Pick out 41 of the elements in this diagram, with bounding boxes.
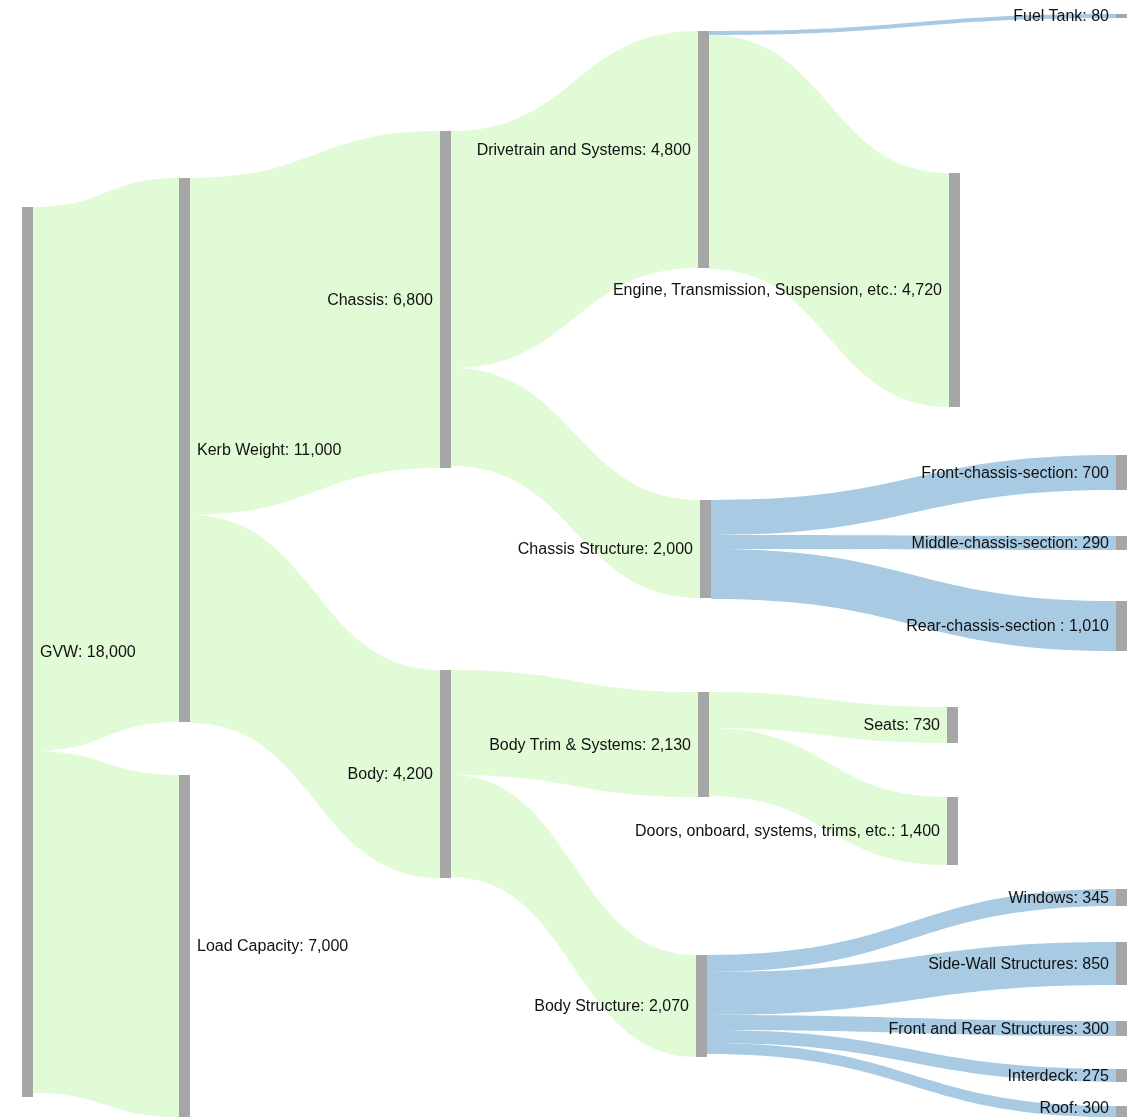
- flow-band: [707, 1043, 1116, 1117]
- node-label: Body Structure: 2,070: [534, 996, 689, 1016]
- node-label: Load Capacity: 7,000: [197, 936, 349, 956]
- flow-band: [190, 515, 440, 878]
- flow-band: [707, 1015, 1116, 1036]
- node-label: GVW: 18,000: [40, 642, 136, 662]
- node-label: Fuel Tank: 80: [1013, 6, 1109, 26]
- flow-band: [707, 942, 1116, 1015]
- node-label: Interdeck: 275: [1007, 1065, 1109, 1086]
- node-label: Front and Rear Structures: 300: [888, 1018, 1109, 1039]
- flow-band: [709, 728, 947, 865]
- node-label: Body: 4,200: [347, 764, 433, 784]
- flow-band: [33, 178, 179, 751]
- flow-band: [707, 1030, 1116, 1082]
- node-label: Front-chassis-section: 700: [921, 462, 1109, 483]
- flow-band: [451, 368, 700, 598]
- node-label: Engine, Transmission, Suspension, etc.: 4,720: [612, 280, 942, 300]
- node-label: Rear-chassis-section : 1,010: [906, 616, 1109, 636]
- flow-band: [190, 131, 440, 515]
- flow-band: [709, 14, 1116, 35]
- node-label: Seats: 730: [863, 715, 940, 735]
- flow-band: [451, 775, 696, 1057]
- node-label: Kerb Weight: 11,000: [197, 440, 342, 460]
- node-label: Chassis: 6,800: [327, 289, 433, 310]
- flow-band: [711, 549, 1116, 651]
- flow-band: [709, 35, 949, 407]
- node-label: Middle-chassis-section: 290: [911, 533, 1109, 553]
- node-label: Body Trim & Systems: 2,130: [489, 734, 691, 755]
- node-label: Windows: 345: [1008, 887, 1109, 908]
- flow-band: [711, 455, 1116, 535]
- flow-band: [451, 31, 698, 368]
- flow-band: [709, 692, 947, 743]
- node-label: Side-Wall Structures: 850: [928, 953, 1109, 974]
- flow-band: [707, 889, 1116, 972]
- node-label: Chassis Structure: 2,000: [517, 539, 693, 559]
- node-label: Roof: 300: [1039, 1097, 1109, 1117]
- node-label: Doors, onboard, systems, trims, etc.: 1,400: [635, 821, 940, 841]
- flow-band: [33, 751, 179, 1117]
- flow-band: [451, 670, 698, 797]
- node-label: Drivetrain and Systems: 4,800: [476, 139, 691, 160]
- flow-band: [711, 535, 1116, 550]
